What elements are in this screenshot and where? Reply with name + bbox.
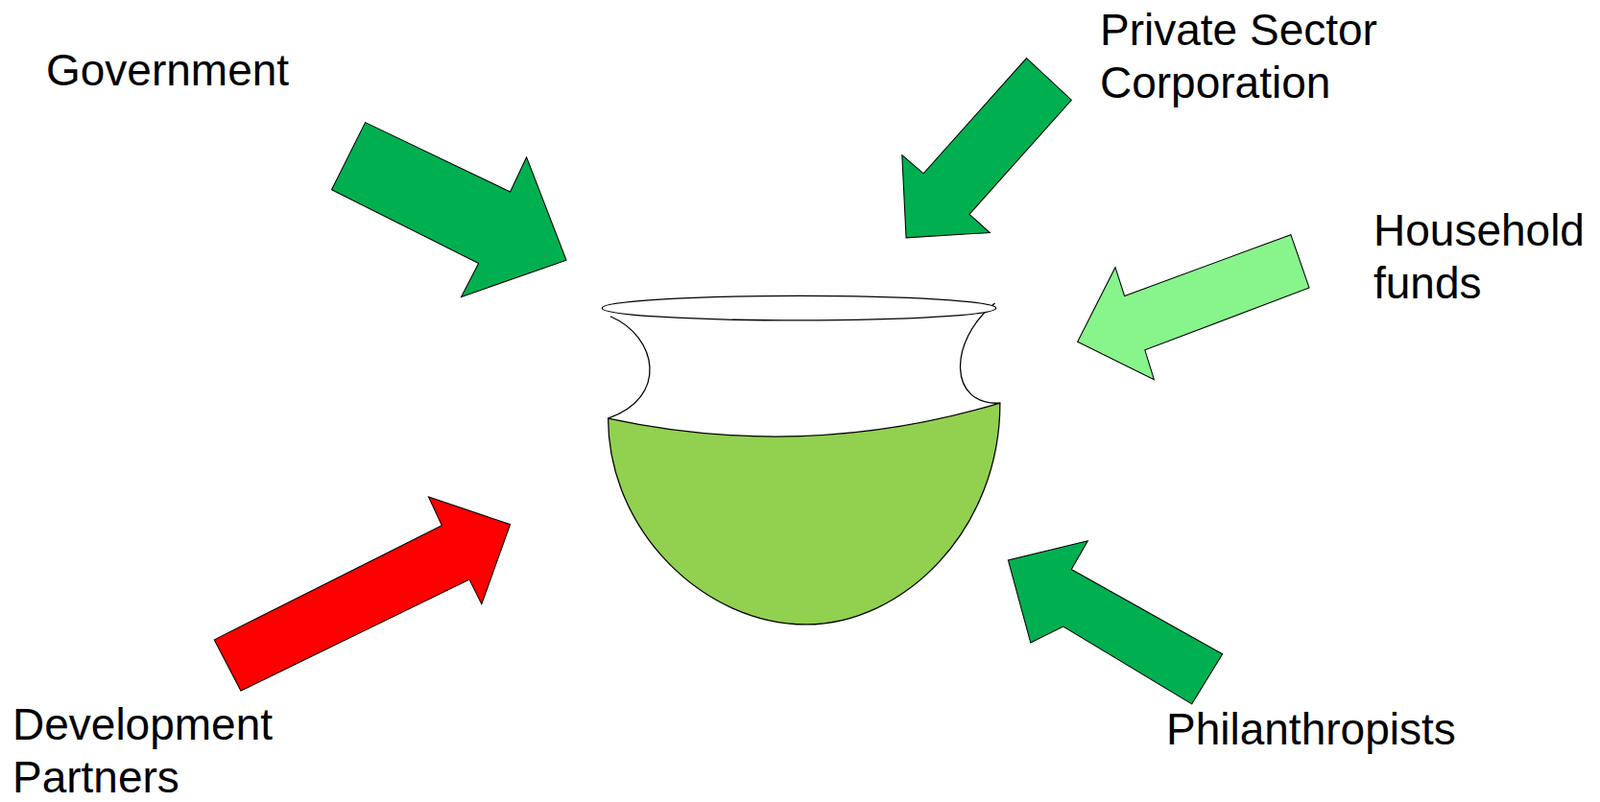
inflow-arrow bbox=[332, 122, 568, 298]
pot-neck bbox=[959, 303, 1000, 404]
inflow-arrow bbox=[214, 497, 510, 692]
source-label: Government bbox=[46, 44, 335, 97]
pot-neck bbox=[608, 316, 650, 419]
pot-bowl bbox=[608, 403, 1001, 625]
pot-rim bbox=[601, 295, 996, 321]
source-label: Private Sector Corporation bbox=[1099, 3, 1417, 110]
source-label: Development Partners bbox=[12, 698, 301, 802]
inflow-arrow bbox=[1007, 541, 1222, 705]
source-label: Household funds bbox=[1373, 204, 1597, 311]
source-label: Philanthropists bbox=[1166, 703, 1512, 757]
inflow-arrow bbox=[1077, 235, 1310, 381]
inflow-arrow bbox=[902, 58, 1072, 239]
